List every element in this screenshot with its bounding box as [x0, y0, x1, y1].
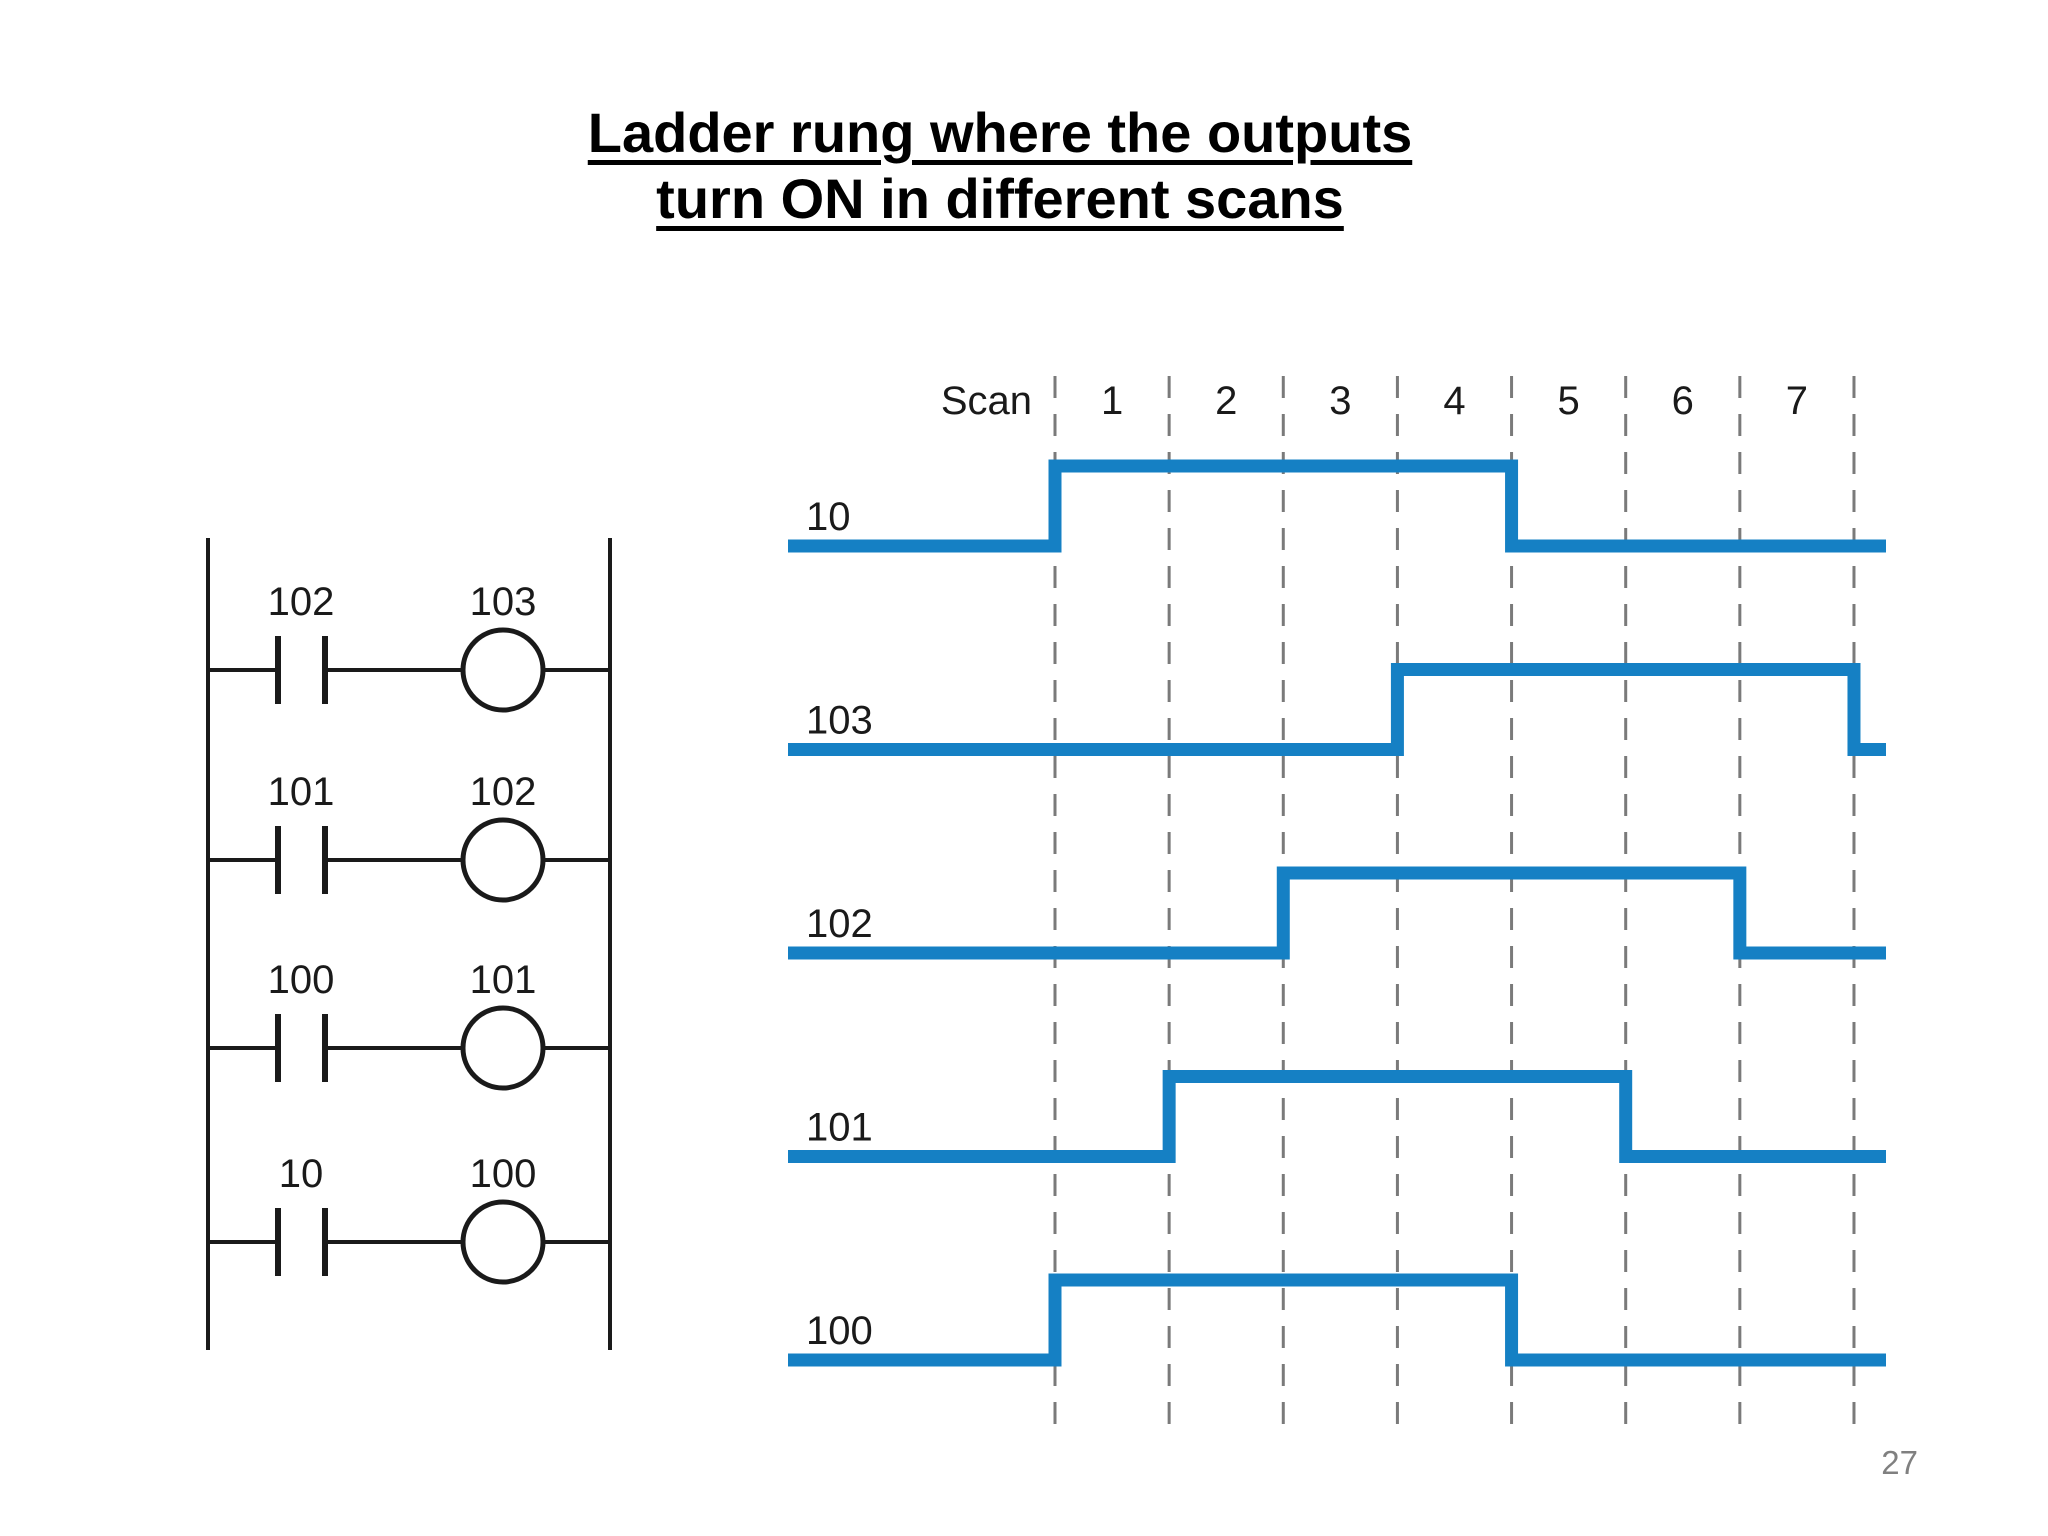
- rung-4-coil-label: 100: [470, 1152, 537, 1196]
- scan-number-label-2: 2: [1215, 379, 1237, 423]
- slide-title: Ladder rung where the outputs turn ON in…: [0, 100, 2000, 232]
- rung-3-coil-label: 101: [470, 958, 537, 1002]
- scan-number-label-5: 5: [1558, 379, 1580, 423]
- signal-waveform-103: [788, 663, 1886, 756]
- signal-label-101: 101: [806, 1106, 873, 1150]
- rung-4-contact-label: 10: [279, 1152, 324, 1196]
- rung-1-contact-label: 102: [268, 580, 335, 624]
- scan-number-label-3: 3: [1329, 379, 1351, 423]
- signal-label-10: 10: [806, 495, 851, 539]
- rung-2-contact-label: 101: [268, 770, 335, 814]
- signal-waveform-101: [788, 1070, 1886, 1163]
- signal-label-103: 103: [806, 699, 873, 743]
- rung-4-coil-circle: [460, 1199, 546, 1285]
- signal-label-100: 100: [806, 1309, 873, 1353]
- rung-2-coil-circle: [460, 817, 546, 903]
- signal-label-102: 102: [806, 902, 873, 946]
- title-line-1: Ladder rung where the outputs: [587, 101, 1413, 164]
- signal-waveform-10: [788, 459, 1886, 553]
- title-line-2: turn ON in different scans: [656, 167, 1344, 230]
- rung-3-coil-circle: [460, 1005, 546, 1091]
- rung-2-coil-label: 102: [470, 770, 537, 814]
- scan-number-label-7: 7: [1786, 379, 1808, 423]
- scan-number-label-4: 4: [1443, 379, 1465, 423]
- signal-waveform-100: [788, 1273, 1886, 1367]
- scan-number-label-1: 1: [1101, 379, 1123, 423]
- page-number: 27: [1881, 1444, 1918, 1481]
- rung-1-coil-label: 103: [470, 580, 537, 624]
- rung-1-coil-circle: [460, 627, 546, 713]
- scan-number-label-6: 6: [1672, 379, 1694, 423]
- signal-waveform-102: [788, 866, 1886, 960]
- scan-header-label: Scan: [941, 379, 1032, 423]
- rung-3-contact-label: 100: [268, 958, 335, 1002]
